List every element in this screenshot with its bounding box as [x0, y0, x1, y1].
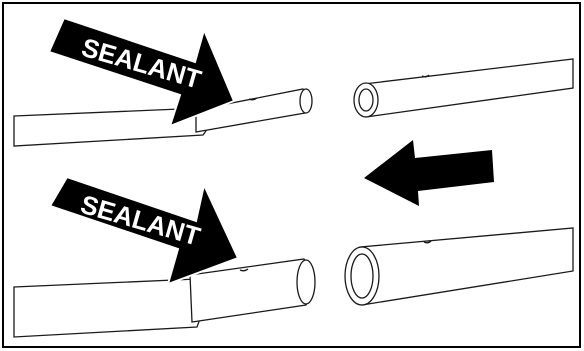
bottom-sealant-arrow-shape	[48, 175, 240, 286]
bottom-right-pipe-bore	[350, 253, 374, 299]
bottom-assembly	[13, 227, 574, 338]
top-sealant-arrow-shape	[47, 16, 236, 128]
left-arrow-icon-shape	[364, 140, 494, 206]
top-inserted-end-cap	[299, 88, 313, 114]
top-notch	[248, 97, 258, 101]
top-assembly	[13, 58, 574, 147]
bottom-right-notch	[423, 240, 432, 244]
bottom-left-pipe	[13, 278, 203, 338]
top-right-pipe-bore	[358, 88, 374, 112]
left-arrow-icon	[364, 140, 494, 206]
top-right-notch	[421, 74, 430, 78]
bottom-inserted-end-cap	[296, 259, 316, 305]
bottom-notch	[239, 268, 249, 272]
